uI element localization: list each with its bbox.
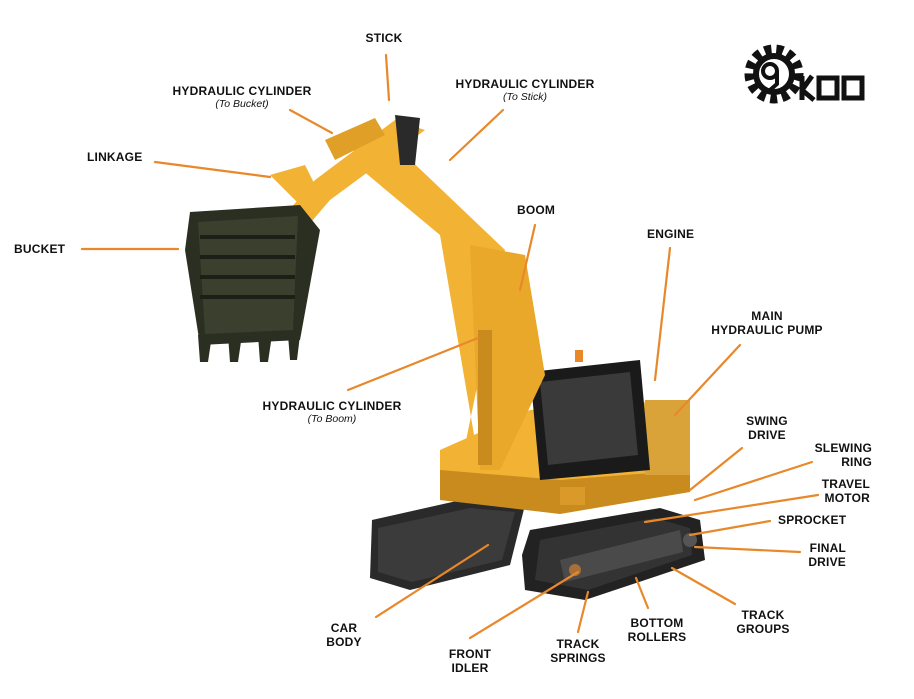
leader-slewing-ring	[693, 460, 814, 502]
leader-car-body	[374, 543, 490, 619]
leader-front-idler	[468, 570, 580, 640]
leader-stick	[384, 53, 391, 102]
cab	[530, 350, 650, 480]
leader-linkage	[153, 160, 272, 179]
leader-final-drive	[693, 545, 802, 554]
label-car-body: CAR BODY	[326, 621, 362, 649]
label-track-springs: TRACK SPRINGS	[550, 637, 606, 665]
label-linkage: LINKAGE	[87, 150, 143, 164]
gear-icon	[744, 44, 804, 104]
leader-track-groups	[670, 566, 737, 606]
left-track	[370, 498, 525, 590]
label-swing-drive: SWING DRIVE	[746, 414, 788, 442]
leader-swing-drive	[688, 446, 744, 492]
boom	[350, 135, 545, 470]
leader-hc-boom	[346, 336, 480, 392]
leader-hc-bucket	[288, 108, 334, 135]
label-stick: STICK	[365, 31, 403, 45]
label-boom: BOOM	[517, 203, 556, 217]
stick	[285, 115, 425, 235]
linkage	[270, 165, 320, 205]
label-final-drive: FINAL DRIVE	[808, 541, 846, 569]
leader-boom	[518, 223, 537, 292]
label-hydraulic-cylinder-to-bucket: HYDRAULIC CYLINDER (To Bucket)	[172, 84, 312, 110]
leader-hc-stick	[448, 108, 505, 162]
upper-structure	[440, 350, 690, 514]
brand-logo	[740, 38, 876, 110]
logo-letters	[799, 74, 865, 102]
label-main-hydraulic-pump: MAIN HYDRAULIC PUMP	[711, 309, 823, 337]
leader-bottom-rollers	[634, 576, 650, 610]
label-hydraulic-cylinder-to-boom: HYDRAULIC CYLINDER (To Boom)	[262, 399, 402, 425]
leader-main-pump	[673, 343, 742, 417]
label-front-idler: FRONT IDLER	[448, 647, 492, 675]
label-track-groups: TRACK GROUPS	[736, 608, 790, 636]
label-slewing-ring: SLEWING RING	[814, 441, 872, 469]
leader-engine	[653, 246, 672, 382]
label-travel-motor: TRAVEL MOTOR	[821, 477, 870, 505]
label-bottom-rollers: BOTTOM ROLLERS	[627, 616, 687, 644]
leader-travel-motor	[643, 493, 820, 524]
right-track	[522, 508, 705, 600]
label-hydraulic-cylinder-to-stick: HYDRAULIC CYLINDER (To Stick)	[455, 77, 595, 103]
leader-sprocket	[688, 519, 772, 537]
label-engine: ENGINE	[647, 227, 695, 241]
label-sprocket: SPROCKET	[778, 513, 847, 527]
bucket	[185, 205, 320, 362]
label-bucket: BUCKET	[14, 242, 66, 256]
leader-lines	[80, 53, 820, 640]
leader-track-springs	[576, 590, 590, 634]
